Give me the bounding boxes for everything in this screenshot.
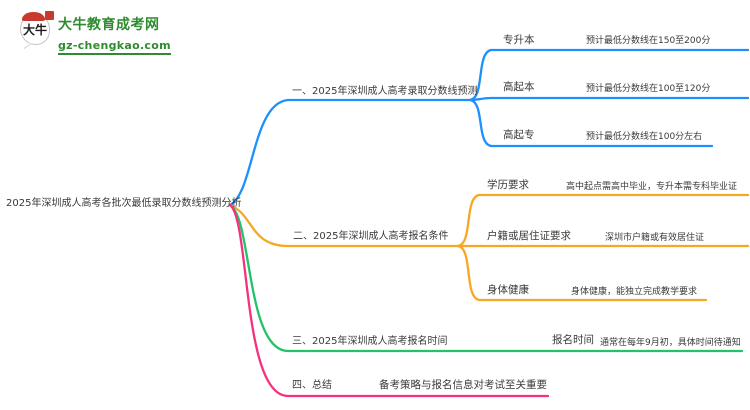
- branch-4-child-1-key: 备考策略与报名信息对考试至关重要: [379, 379, 547, 391]
- branch-2-child-2-value: 深圳市户籍或有效居住证: [605, 233, 705, 243]
- logo-hat-shape: [22, 12, 45, 21]
- branch-3-child-1-value: 通常在每年9月初，具体时间待通知: [600, 338, 741, 348]
- branch-1-child-3-key: 高起专: [503, 129, 535, 141]
- branch-2-child-3-key: 身体健康: [487, 284, 529, 296]
- branch4-line: [228, 203, 550, 398]
- logo-seal-icon: [45, 11, 54, 20]
- branch3-line: [228, 203, 744, 353]
- branch-2-child-1-key: 学历要求: [487, 179, 529, 191]
- branch1-child3-line: [468, 98, 714, 148]
- branch-2-child-1-value: 高中起点需高中毕业，专升本需专科毕业证: [566, 182, 738, 192]
- logo-mark-text: 大牛: [22, 23, 47, 37]
- branch1-child1-line: [468, 48, 750, 102]
- root-topic: 2025年深圳成人高考各批次最低录取分数线预测分析: [6, 198, 242, 209]
- site-logo[interactable]: 大牛 大牛教育成考网 gz-chengkao.com: [20, 11, 171, 55]
- branch1-child2-line: [468, 96, 750, 102]
- branch-2-child-3-value: 身体健康，能独立完成教学要求: [571, 287, 698, 297]
- branch2-trunk-line: [228, 203, 460, 248]
- branch-4-label: 四、总结: [292, 380, 332, 391]
- branch-1-child-3-value: 预计最低分数线在100分左右: [586, 132, 703, 142]
- site-name: 大牛教育成考网: [58, 17, 160, 33]
- site-url[interactable]: gz-chengkao.com: [58, 39, 171, 55]
- branch-1-child-1-key: 专升本: [503, 34, 535, 46]
- branch2-child3-line: [456, 244, 708, 302]
- branch-1-child-1-value: 预计最低分数线在150至200分: [586, 36, 711, 46]
- logo-text-block: 大牛教育成考网 gz-chengkao.com: [58, 14, 171, 55]
- branch-2-label: 二、2025年深圳成人高考报名条件: [293, 231, 449, 242]
- branch-3-label: 三、2025年深圳成人高考报名时间: [292, 336, 448, 347]
- branch-1-label: 一、2025年深圳成人高考录取分数线预测: [292, 86, 478, 97]
- branch1-trunk-line: [228, 98, 472, 207]
- logo-bubble-tail: [24, 43, 31, 48]
- daniu-bubble-logo-icon: 大牛: [20, 11, 54, 48]
- branch-2-child-2-key: 户籍或居住证要求: [487, 230, 571, 242]
- branch-1-child-2-value: 预计最低分数线在100至120分: [586, 84, 711, 94]
- branch-3-child-1-key: 报名时间: [552, 334, 594, 346]
- branch2-child1-line: [456, 193, 750, 248]
- branch-1-child-2-key: 高起本: [503, 81, 535, 93]
